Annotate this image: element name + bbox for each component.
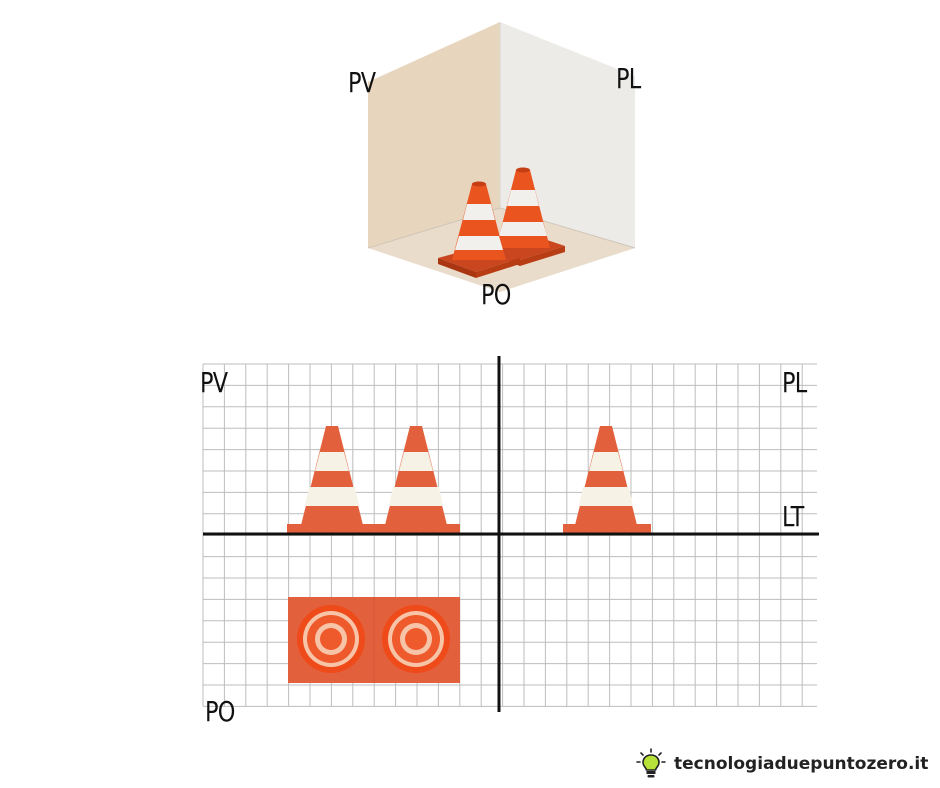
grid xyxy=(202,363,817,707)
label-pv-grid: PV xyxy=(200,366,228,399)
brand-name: tecnologiaduepuntozero.it xyxy=(674,754,929,774)
label-pl-3d: PL xyxy=(616,62,641,95)
label-pv-3d: PV xyxy=(348,66,376,99)
cone-front-view-2 xyxy=(372,426,460,534)
cones-top-view xyxy=(288,597,460,683)
label-po-3d: PO xyxy=(481,278,511,311)
cone-front-view-1 xyxy=(287,426,377,534)
traffic-cone-3d-front xyxy=(438,181,520,278)
footer-brand: tecnologiaduepuntozero.it xyxy=(636,746,928,782)
label-po-grid: PO xyxy=(205,695,235,728)
isometric-projection-corner xyxy=(367,22,636,292)
orthographic-projections xyxy=(202,356,819,712)
vertical-plane xyxy=(368,22,500,248)
traffic-cone-3d-back xyxy=(490,167,565,266)
cone-side-view xyxy=(563,426,651,534)
label-lt-grid: LT xyxy=(782,500,804,533)
lightbulb-icon xyxy=(636,748,666,778)
label-pl-grid: PL xyxy=(782,366,807,399)
